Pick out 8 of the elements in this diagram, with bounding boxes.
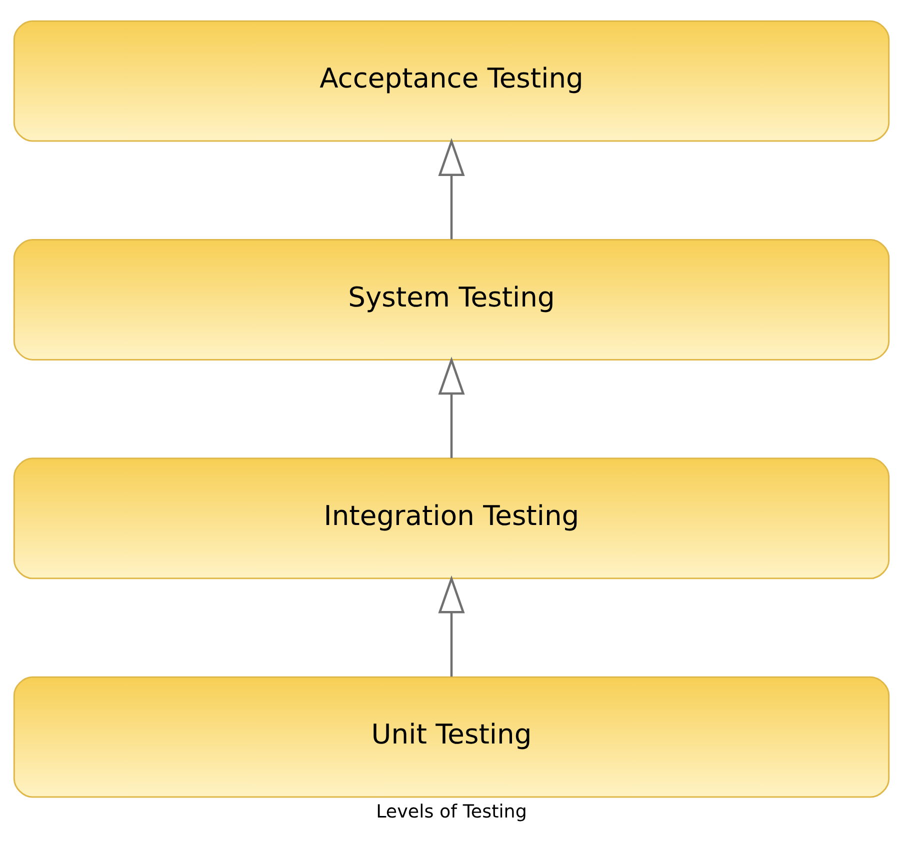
node-box: Acceptance Testing bbox=[13, 20, 890, 142]
node-box: System Testing bbox=[13, 238, 890, 360]
node-box: Integration Testing bbox=[13, 458, 890, 580]
arrow bbox=[438, 138, 465, 240]
arrow bbox=[438, 356, 465, 458]
arrow bbox=[438, 575, 465, 677]
caption: Levels of Testing bbox=[376, 802, 527, 823]
node-box: Unit Testing bbox=[13, 676, 890, 798]
